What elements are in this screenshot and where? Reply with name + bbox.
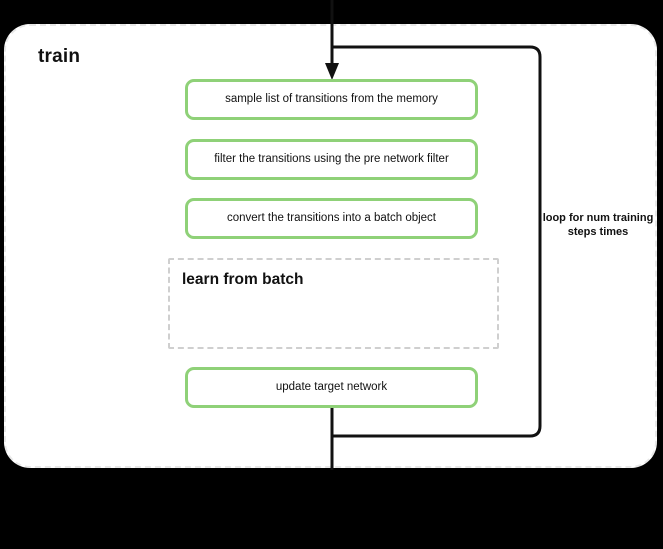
step-box-sample-transitions[interactable]: sample list of transitions from the memo… bbox=[185, 79, 478, 120]
substep-label: learn from batch bbox=[182, 271, 304, 288]
loop-annotation-label: loop for num training steps times bbox=[542, 212, 654, 239]
scope-title-train: train bbox=[38, 46, 81, 67]
step-label: convert the transitions into a batch obj… bbox=[226, 211, 437, 224]
step-box-filter-transitions[interactable]: filter the transitions using the pre net… bbox=[185, 139, 478, 180]
step-label: update target network bbox=[275, 380, 388, 393]
step-box-update-target-network[interactable]: update target network bbox=[185, 367, 478, 408]
step-label: filter the transitions using the pre net… bbox=[214, 152, 449, 165]
step-label: sample list of transitions from the memo… bbox=[225, 92, 438, 105]
step-box-convert-transitions[interactable]: convert the transitions into a batch obj… bbox=[185, 198, 478, 239]
substep-box-learn-from-batch[interactable]: learn from batch bbox=[168, 258, 499, 349]
